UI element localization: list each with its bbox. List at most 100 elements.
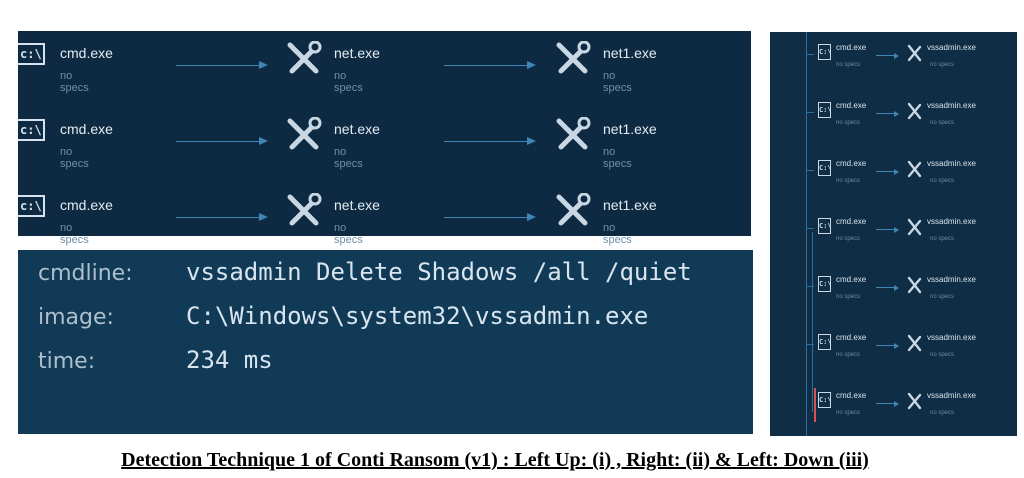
process-name: vssadmin.exe (927, 217, 976, 226)
detail-value[interactable]: vssadmin Delete Shadows /all /quiet (186, 258, 692, 286)
arrow-connector (876, 284, 899, 291)
arrow-connector (876, 226, 899, 233)
branch-line (806, 228, 814, 229)
process-specs: no specs (603, 70, 632, 94)
tools-icon (287, 117, 322, 150)
tools-icon (287, 193, 322, 226)
process-name: vssadmin.exe (927, 101, 976, 110)
detail-value[interactable]: 234 ms (186, 346, 273, 374)
chain-row[interactable]: C:\ cmd.exe no specs vssadmin.exe no spe… (770, 96, 1017, 154)
process-name: net1.exe (603, 197, 657, 213)
process-name: cmd.exe (836, 275, 867, 284)
process-chain-panel: c:\ cmd.exe no specs net.exe no specs ne… (18, 31, 751, 246)
tools-icon (556, 117, 591, 150)
detail-row-cmdline: cmdline: vssadmin Delete Shadows /all /qu… (38, 258, 692, 286)
cmd-icon: C:\ (818, 334, 832, 350)
process-name: cmd.exe (60, 121, 113, 137)
detail-label: time: (38, 349, 96, 374)
process-chain-row[interactable]: c:\ cmd.exe no specs net.exe no specs ne… (18, 113, 751, 173)
arrow-connector (176, 61, 268, 69)
process-name: net1.exe (603, 121, 657, 137)
branch-line (806, 54, 814, 55)
process-specs: no specs (836, 294, 861, 300)
cmd-icon: C:\ (818, 218, 832, 234)
process-specs: no specs (334, 70, 363, 94)
process-name: vssadmin.exe (927, 391, 976, 400)
process-name: cmd.exe (836, 43, 867, 52)
chain-row[interactable]: C:\ cmd.exe no specs vssadmin.exe no spe… (770, 212, 1017, 270)
process-specs: no specs (60, 146, 89, 170)
arrow-connector (876, 342, 899, 349)
process-specs: no specs (930, 410, 955, 416)
process-details-panel: cmdline: vssadmin Delete Shadows /all /qu… (18, 250, 753, 434)
detail-label: cmdline: (38, 261, 133, 286)
process-name: cmd.exe (836, 101, 867, 110)
cmd-icon: C:\ (818, 160, 832, 176)
detail-value[interactable]: C:\Windows\system32\vssadmin.exe (186, 302, 649, 330)
process-name: cmd.exe (836, 217, 867, 226)
process-name: cmd.exe (60, 45, 113, 61)
process-name: net.exe (334, 197, 380, 213)
figure-caption: Detection Technique 1 of Conti Ransom (v… (121, 449, 869, 471)
process-specs: no specs (836, 62, 861, 68)
process-chain-row[interactable]: c:\ cmd.exe no specs net.exe no specs ne… (18, 189, 751, 249)
process-name: vssadmin.exe (927, 333, 976, 342)
process-name: cmd.exe (836, 159, 867, 168)
arrow-connector (444, 137, 536, 145)
tools-icon (907, 44, 922, 62)
process-specs: no specs (334, 222, 363, 246)
chain-row[interactable]: C:\ cmd.exe no specs vssadmin.exe no spe… (770, 270, 1017, 328)
process-specs: no specs (603, 146, 632, 170)
arrow-connector (876, 400, 899, 407)
tools-icon (287, 41, 322, 74)
process-specs: no specs (60, 222, 89, 246)
vssadmin-chain-panel: C:\ cmd.exe no specs vssadmin.exe no spe… (770, 32, 1017, 436)
process-specs: no specs (836, 120, 861, 126)
selection-marker (814, 388, 816, 422)
tree-line (812, 232, 813, 412)
process-name: cmd.exe (836, 391, 867, 400)
process-specs: no specs (836, 236, 861, 242)
process-name: net.exe (334, 45, 380, 61)
arrow-connector (876, 52, 899, 59)
process-name: cmd.exe (60, 197, 113, 213)
arrow-connector (444, 213, 536, 221)
branch-line (806, 286, 814, 287)
detail-label: image: (38, 305, 114, 330)
arrow-connector (176, 213, 268, 221)
process-name: net.exe (334, 121, 380, 137)
process-specs: no specs (60, 70, 89, 94)
tools-icon (907, 218, 922, 236)
chain-row-selected[interactable]: C:\ cmd.exe no specs vssadmin.exe no spe… (770, 386, 1017, 444)
branch-line (806, 112, 814, 113)
chain-row[interactable]: C:\ cmd.exe no specs vssadmin.exe no spe… (770, 38, 1017, 96)
branch-line (806, 170, 814, 171)
tools-icon (907, 102, 922, 120)
cmd-icon: C:\ (818, 102, 832, 118)
process-specs: no specs (930, 178, 955, 184)
process-specs: no specs (334, 146, 363, 170)
process-name: vssadmin.exe (927, 159, 976, 168)
process-specs: no specs (930, 62, 955, 68)
tools-icon (907, 392, 922, 410)
tools-icon (556, 41, 591, 74)
cmd-icon: C:\ (818, 44, 832, 60)
process-specs: no specs (836, 352, 861, 358)
arrow-connector (176, 137, 268, 145)
process-chain-row[interactable]: c:\ cmd.exe no specs net.exe no specs ne… (18, 37, 751, 97)
chain-row[interactable]: C:\ cmd.exe no specs vssadmin.exe no spe… (770, 154, 1017, 212)
cmd-icon: c:\ (18, 43, 45, 65)
cmd-icon: c:\ (18, 195, 45, 217)
process-specs: no specs (836, 178, 861, 184)
process-specs: no specs (836, 410, 861, 416)
cmd-icon: c:\ (18, 119, 45, 141)
chain-row[interactable]: C:\ cmd.exe no specs vssadmin.exe no spe… (770, 328, 1017, 386)
cmd-icon: C:\ (818, 392, 832, 408)
arrow-connector (876, 110, 899, 117)
tools-icon (907, 276, 922, 294)
tools-icon (907, 160, 922, 178)
cmd-icon: C:\ (818, 276, 832, 292)
detail-row-time: time: 234 ms (38, 346, 273, 374)
detail-row-image: image: C:\Windows\system32\vssadmin.exe (38, 302, 648, 330)
process-specs: no specs (603, 222, 632, 246)
